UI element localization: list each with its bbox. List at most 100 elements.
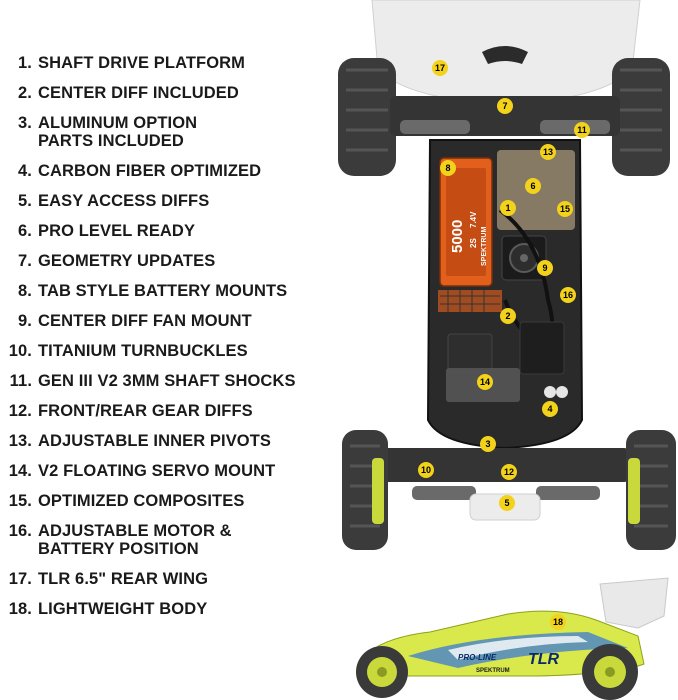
feature-item: 1. SHAFT DRIVE PLATFORM	[0, 54, 330, 72]
feature-number: 1.	[18, 54, 32, 72]
marker-11[interactable]: 11	[574, 122, 590, 138]
marker-9[interactable]: 9	[537, 260, 553, 276]
battery-voltage: 7.4V	[469, 211, 478, 228]
front-shock-left	[412, 486, 476, 500]
marker-label: 15	[560, 204, 570, 214]
feature-item: 5. EASY ACCESS DIFFS	[0, 192, 330, 210]
marker-12[interactable]: 12	[501, 464, 517, 480]
car-decal-brand: TLR	[528, 651, 560, 668]
car-side-view: PRO-LINE TLR SPEKTRUM 18	[356, 577, 669, 700]
feature-number: 12.	[8, 402, 32, 420]
tire-tread	[346, 68, 662, 152]
rear-shock-left	[400, 120, 470, 134]
feature-label: GEOMETRY UPDATES	[38, 252, 216, 270]
marker-label: 13	[543, 147, 553, 157]
feature-label: TITANIUM TURNBUCKLES	[38, 342, 248, 360]
marker-15[interactable]: 15	[557, 201, 573, 217]
battery-capacity: 5000	[449, 220, 466, 253]
feature-label: PRO LEVEL READY	[38, 222, 196, 240]
rear-left-tire	[338, 58, 396, 176]
feature-item: 9. CENTER DIFF FAN MOUNT	[0, 312, 330, 330]
marker-3[interactable]: 3	[480, 436, 496, 452]
marker-2[interactable]: 2	[500, 308, 516, 324]
feature-item: 13.ADJUSTABLE INNER PIVOTS	[0, 432, 330, 450]
feature-number: 9.	[18, 312, 32, 330]
marker-label: 10	[421, 465, 431, 475]
feature-label: CENTER DIFF INCLUDED	[38, 84, 239, 102]
feature-item: 16.ADJUSTABLE MOTOR & BATTERY POSITION	[0, 522, 330, 558]
marker-label: 18	[553, 617, 563, 627]
carbon-pattern	[440, 290, 500, 312]
marker-18[interactable]: 18	[550, 614, 566, 630]
feature-list: 1. SHAFT DRIVE PLATFORM 2. CENTER DIFF INC…	[0, 54, 330, 630]
front-left-wheel	[372, 458, 384, 524]
front-arm-assembly	[380, 448, 630, 482]
marker-5[interactable]: 5	[499, 495, 515, 511]
marker-label: 4	[547, 404, 552, 414]
marker-label: 12	[504, 467, 514, 477]
feature-label: V2 FLOATING SERVO MOUNT	[38, 462, 276, 480]
transponder-caps	[544, 386, 556, 398]
feature-item: 12. FRONT/REAR GEAR DIFFS	[0, 402, 330, 420]
transponder-cap-2	[556, 386, 568, 398]
marker-label: 2	[505, 311, 510, 321]
car-decal-sponsor: PRO-LINE	[458, 653, 497, 662]
marker-label: 1	[505, 203, 510, 213]
battery-cells: 2S	[469, 238, 478, 248]
battery-pack: 5000 7.4V 2S SPEKTRUM	[439, 157, 493, 287]
feature-number: 18.	[8, 600, 32, 618]
front-shock-right	[536, 486, 600, 500]
marker-label: 8	[445, 163, 450, 173]
feature-label: TAB STYLE BATTERY MOUNTS	[38, 282, 288, 300]
feature-label: EASY ACCESS DIFFS	[38, 192, 210, 210]
marker-17[interactable]: 17	[432, 60, 448, 76]
feature-label: ADJUSTABLE INNER PIVOTS	[38, 432, 272, 450]
marker-4[interactable]: 4	[542, 401, 558, 417]
marker-13[interactable]: 13	[540, 144, 556, 160]
car-rear-hub	[605, 667, 615, 677]
feature-item: 4.CARBON FIBER OPTIMIZED	[0, 162, 330, 180]
feature-label: SHAFT DRIVE PLATFORM	[38, 54, 246, 72]
marker-16[interactable]: 16	[560, 287, 576, 303]
feature-number: 8.	[18, 282, 32, 300]
feature-label: CENTER DIFF FAN MOUNT	[38, 312, 252, 330]
feature-label: ADJUSTABLE MOTOR & BATTERY POSITION	[38, 522, 232, 558]
feature-item: 17.TLR 6.5" REAR WING	[0, 570, 330, 588]
marker-label: 14	[480, 377, 490, 387]
feature-label: FRONT/REAR GEAR DIFFS	[38, 402, 253, 420]
receiver	[447, 333, 493, 373]
marker-label: 6	[530, 181, 535, 191]
marker-6[interactable]: 6	[525, 178, 541, 194]
feature-number: 7.	[18, 252, 32, 270]
feature-number: 14.	[8, 462, 32, 480]
marker-label: 17	[435, 63, 445, 73]
feature-item: 10.TITANIUM TURNBUCKLES	[0, 342, 330, 360]
feature-number: 6.	[18, 222, 32, 240]
feature-item: 2. CENTER DIFF INCLUDED	[0, 84, 330, 102]
car-front-hub	[377, 667, 387, 677]
feature-item: 6. PRO LEVEL READY	[0, 222, 330, 240]
marker-7[interactable]: 7	[497, 98, 513, 114]
esc-unit	[519, 321, 565, 375]
marker-label: 9	[542, 263, 547, 273]
marker-label: 3	[485, 439, 490, 449]
marker-8[interactable]: 8	[440, 160, 456, 176]
feature-item: 11.GEN III V2 3MM SHAFT SHOCKS	[0, 372, 330, 390]
marker-14[interactable]: 14	[477, 374, 493, 390]
marker-label: 11	[577, 125, 587, 135]
feature-item: 15.OPTIMIZED COMPOSITES	[0, 492, 330, 510]
marker-label: 7	[502, 101, 507, 111]
battery-brand: SPEKTRUM	[481, 227, 488, 266]
marker-1[interactable]: 1	[500, 200, 516, 216]
feature-item: 3.ALUMINUM OPTION PARTS INCLUDED	[0, 114, 330, 150]
feature-number: 5.	[18, 192, 32, 210]
car-body-accent	[448, 636, 588, 660]
car-decal-sub: SPEKTRUM	[476, 668, 510, 674]
feature-item: 14. V2 FLOATING SERVO MOUNT	[0, 462, 330, 480]
marker-10[interactable]: 10	[418, 462, 434, 478]
feature-number: 2.	[18, 84, 32, 102]
feature-item: 8. TAB STYLE BATTERY MOUNTS	[0, 282, 330, 300]
feature-item: 7. GEOMETRY UPDATES	[0, 252, 330, 270]
feature-label: ALUMINUM OPTION PARTS INCLUDED	[38, 114, 198, 150]
rear-right-tire	[612, 58, 670, 176]
